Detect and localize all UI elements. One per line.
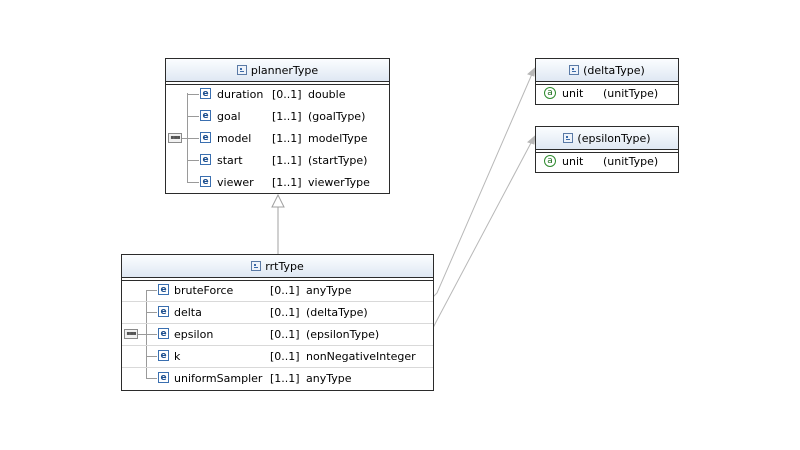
inheritance-arrow (271, 193, 285, 208)
element-type: (deltaType) (306, 305, 368, 319)
epsilon-type-header[interactable]: (epsilonType) (536, 127, 678, 150)
delta-connector-arrow (527, 66, 536, 77)
rrt-type-header[interactable]: rrtType (122, 255, 433, 278)
element-type: viewerType (308, 175, 370, 189)
complex-type-icon (251, 261, 262, 271)
element-type: (goalType) (308, 109, 366, 123)
rrt-row-epsilon[interactable]: ▪▪▪ e epsilon [0..1] (epsilonType) (122, 323, 433, 346)
sequence-icon[interactable]: ▪▪▪ (124, 329, 138, 339)
rrt-row-bruteforce[interactable]: e bruteForce [0..1] anyType (122, 279, 433, 302)
complex-type-icon (563, 133, 574, 143)
delta-connector (432, 73, 533, 298)
rrt-type-title: rrtType (265, 259, 304, 273)
attribute-name: unit (562, 154, 584, 168)
header-separator (166, 82, 389, 85)
delta-type-title: (deltaType) (583, 63, 645, 77)
element-cardinality: [1..1] (272, 175, 302, 189)
element-type: nonNegativeInteger (306, 349, 416, 363)
element-cardinality: [0..1] (270, 327, 300, 341)
element-cardinality: [1..1] (272, 153, 302, 167)
element-type: anyType (306, 371, 352, 385)
tree-tick (187, 94, 199, 95)
rrt-type-box[interactable]: rrtType e bruteForce [0..1] anyType e de… (121, 254, 434, 391)
tree-tick (187, 160, 199, 161)
tree-tick (146, 356, 157, 357)
delta-attr-unit[interactable]: a unit (unitType) (536, 82, 678, 104)
element-name: epsilon (174, 327, 214, 341)
tree-tick (182, 138, 199, 139)
delta-type-header[interactable]: (deltaType) (536, 59, 678, 82)
header-separator (122, 278, 433, 281)
planner-row-viewer[interactable]: e viewer [1..1] viewerType (166, 171, 389, 193)
element-name: delta (174, 305, 202, 319)
element-type: anyType (306, 283, 352, 297)
sequence-icon[interactable]: ▪▪▪ (168, 133, 182, 143)
element-name: bruteForce (174, 283, 234, 297)
element-icon: e (158, 372, 169, 383)
element-type: (epsilonType) (306, 327, 380, 341)
tree-tick (187, 182, 199, 183)
element-name: k (174, 349, 181, 363)
attribute-type: (unitType) (603, 86, 659, 100)
element-cardinality: [1..1] (272, 109, 302, 123)
epsilon-type-box[interactable]: (epsilonType) a unit (unitType) (535, 126, 679, 173)
element-icon: e (200, 132, 211, 143)
planner-row-start[interactable]: e start [1..1] (startType) (166, 149, 389, 171)
tree-tick (146, 312, 157, 313)
rrt-row-uniformsampler[interactable]: e uniformSampler [1..1] anyType (122, 367, 433, 389)
element-name: uniformSampler (174, 371, 263, 385)
rrt-row-k[interactable]: e k [0..1] nonNegativeInteger (122, 345, 433, 368)
element-icon: e (200, 110, 211, 121)
attribute-name: unit (562, 86, 584, 100)
element-cardinality: [1..1] (272, 131, 302, 145)
rrt-row-delta[interactable]: e delta [0..1] (deltaType) (122, 301, 433, 324)
element-name: duration (217, 87, 264, 101)
element-type: (startType) (308, 153, 368, 167)
planner-row-model[interactable]: ▪▪▪ e model [1..1] modelType (166, 127, 389, 149)
attribute-icon: a (544, 87, 556, 99)
header-separator (536, 150, 678, 153)
tree-tick (138, 334, 157, 335)
planner-type-title: plannerType (250, 63, 319, 77)
element-icon: e (158, 306, 169, 317)
attribute-icon: a (544, 155, 556, 167)
delta-type-box[interactable]: (deltaType) a unit (unitType) (535, 58, 679, 105)
element-icon: e (158, 284, 169, 295)
element-cardinality: [0..1] (270, 349, 300, 363)
epsilon-connector (429, 140, 533, 335)
planner-type-header[interactable]: plannerType (166, 59, 389, 82)
planner-row-duration[interactable]: e duration [0..1] double (166, 83, 389, 105)
element-icon: e (200, 176, 211, 187)
complex-type-icon (569, 65, 580, 75)
element-type: double (308, 87, 346, 101)
element-name: viewer (217, 175, 254, 189)
element-name: model (217, 131, 252, 145)
tree-tick (146, 290, 157, 291)
element-name: start (217, 153, 243, 167)
epsilon-type-title: (epsilonType) (577, 131, 651, 145)
element-icon: e (158, 328, 169, 339)
element-icon: e (158, 350, 169, 361)
tree-tick (187, 116, 199, 117)
element-name: goal (217, 109, 241, 123)
complex-type-icon (236, 65, 247, 75)
header-separator (536, 82, 678, 85)
planner-row-goal[interactable]: e goal [1..1] (goalType) (166, 105, 389, 127)
element-icon: e (200, 88, 211, 99)
planner-type-box[interactable]: plannerType e duration [0..1] double e g… (165, 58, 390, 194)
element-cardinality: [0..1] (272, 87, 302, 101)
tree-line (187, 93, 188, 182)
epsilon-attr-unit[interactable]: a unit (unitType) (536, 150, 678, 172)
epsilon-connector-arrow (527, 134, 536, 145)
element-icon: e (200, 154, 211, 165)
element-cardinality: [0..1] (270, 283, 300, 297)
element-cardinality: [1..1] (270, 371, 300, 385)
attribute-type: (unitType) (603, 154, 659, 168)
element-cardinality: [0..1] (270, 305, 300, 319)
tree-tick (146, 378, 157, 379)
element-type: modelType (308, 131, 368, 145)
